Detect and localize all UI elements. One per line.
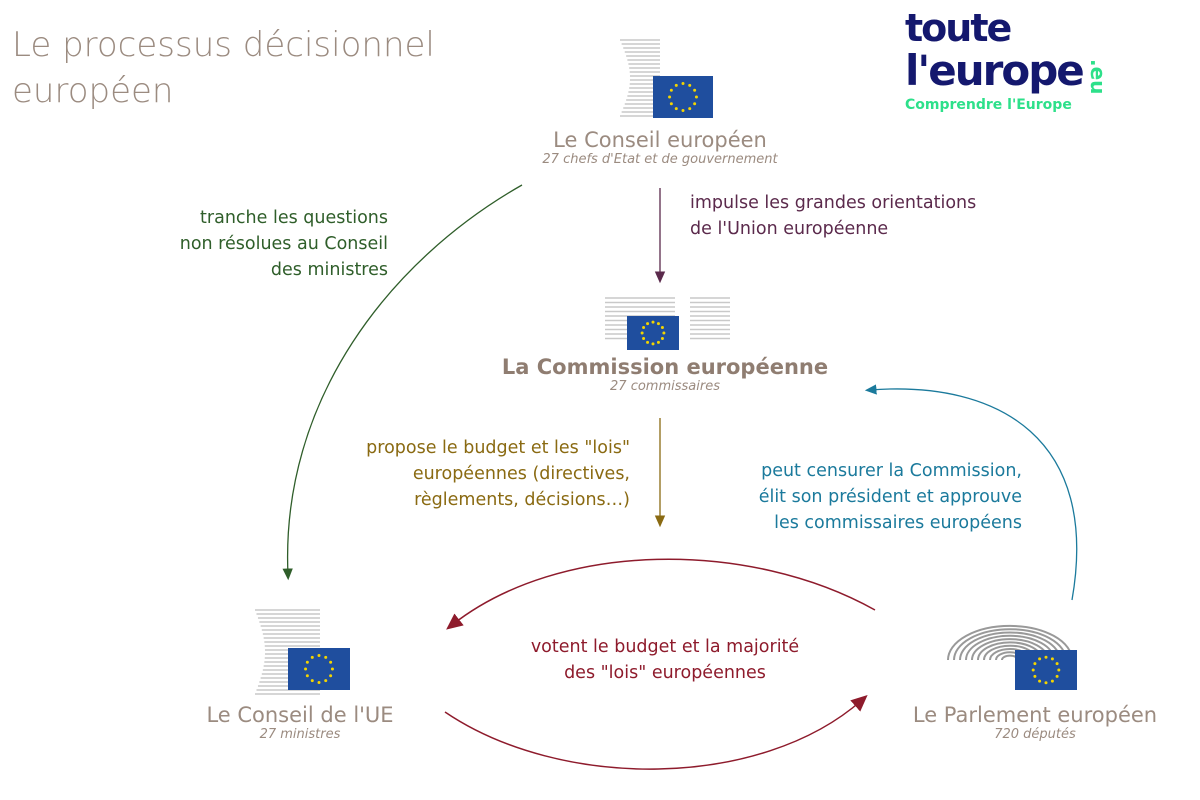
label-line: propose le budget et les "lois" xyxy=(366,438,630,458)
page-title: Le processus décisionnel européen xyxy=(12,22,435,114)
commission-building-icon xyxy=(605,297,730,350)
label-censure: peut censurer la Commission, élit son pr… xyxy=(672,458,1022,536)
european-council-sub: 27 chefs d'Etat et de gouvernement xyxy=(542,152,778,167)
label-line: les commissaires européens xyxy=(774,513,1022,533)
council-eu-sub: 27 ministres xyxy=(259,727,341,742)
label-line: non résolues au Conseil xyxy=(179,234,388,254)
council-eu: Le Conseil de l'UE 27 ministres xyxy=(150,703,450,742)
label-tranche: tranche les questions non résolues au Co… xyxy=(100,205,388,283)
logo-suffix: .eu xyxy=(1085,58,1110,94)
parliament-name: Le Parlement européen xyxy=(912,703,1158,727)
label-line: européennes (directives, xyxy=(412,464,630,484)
eu-flag-icon xyxy=(288,648,350,690)
logo-row: l'europe .eu xyxy=(905,46,1195,95)
eu-flag-icon xyxy=(1015,650,1077,690)
label-line: votent le budget et la majorité xyxy=(530,637,800,657)
label-line: de l'Union européenne xyxy=(690,219,889,239)
commission-name: La Commission européenne xyxy=(501,355,829,379)
logo-tagline: Comprendre l'Europe xyxy=(905,97,1072,113)
label-line: tranche les questions xyxy=(200,208,388,228)
commission: La Commission européenne 27 commissaires xyxy=(450,355,880,394)
arrow-tranche xyxy=(282,184,523,581)
parliament-sub: 720 députés xyxy=(994,727,1076,742)
eu-flag-icon xyxy=(653,76,713,118)
label-impulse: impulse les grandes orientations de l'Un… xyxy=(690,190,1050,242)
title-line-1: Le processus décisionnel xyxy=(12,25,435,65)
european-council-name: Le Conseil européen xyxy=(553,128,767,152)
label-line: des "lois" européennes xyxy=(564,663,766,683)
council-eu-icon xyxy=(255,609,350,695)
toute-leurope-logo: toute l'europe .eu Comprendre l'Europe xyxy=(905,8,1195,118)
logo-line2: l'europe xyxy=(905,46,1085,95)
label-propose: propose le budget et les "lois" européen… xyxy=(270,435,630,513)
european-council: Le Conseil européen 27 chefs d'Etat et d… xyxy=(460,128,860,167)
council-eu-name: Le Conseil de l'UE xyxy=(206,703,394,727)
label-votent: votent le budget et la majorité des "loi… xyxy=(470,634,860,686)
label-line: peut censurer la Commission, xyxy=(761,461,1022,481)
arrow-vote-to-parliament xyxy=(444,695,868,770)
parliament: Le Parlement européen 720 députés xyxy=(880,703,1190,742)
label-line: règlements, décisions…) xyxy=(414,490,630,510)
label-line: élit son président et approuve xyxy=(758,487,1022,507)
eu-flag-icon xyxy=(627,316,679,350)
european-council-icon xyxy=(620,39,713,118)
label-line: des ministres xyxy=(270,260,388,280)
commission-sub: 27 commissaires xyxy=(610,379,720,394)
title-line-2: européen xyxy=(12,71,174,111)
arrow-censure xyxy=(864,384,1078,601)
parliament-hemicycle-icon xyxy=(947,624,1077,690)
logo-line1: toute xyxy=(905,6,1012,50)
label-line: impulse les grandes orientations xyxy=(690,193,977,213)
arrow-vote-to-council xyxy=(446,558,876,630)
